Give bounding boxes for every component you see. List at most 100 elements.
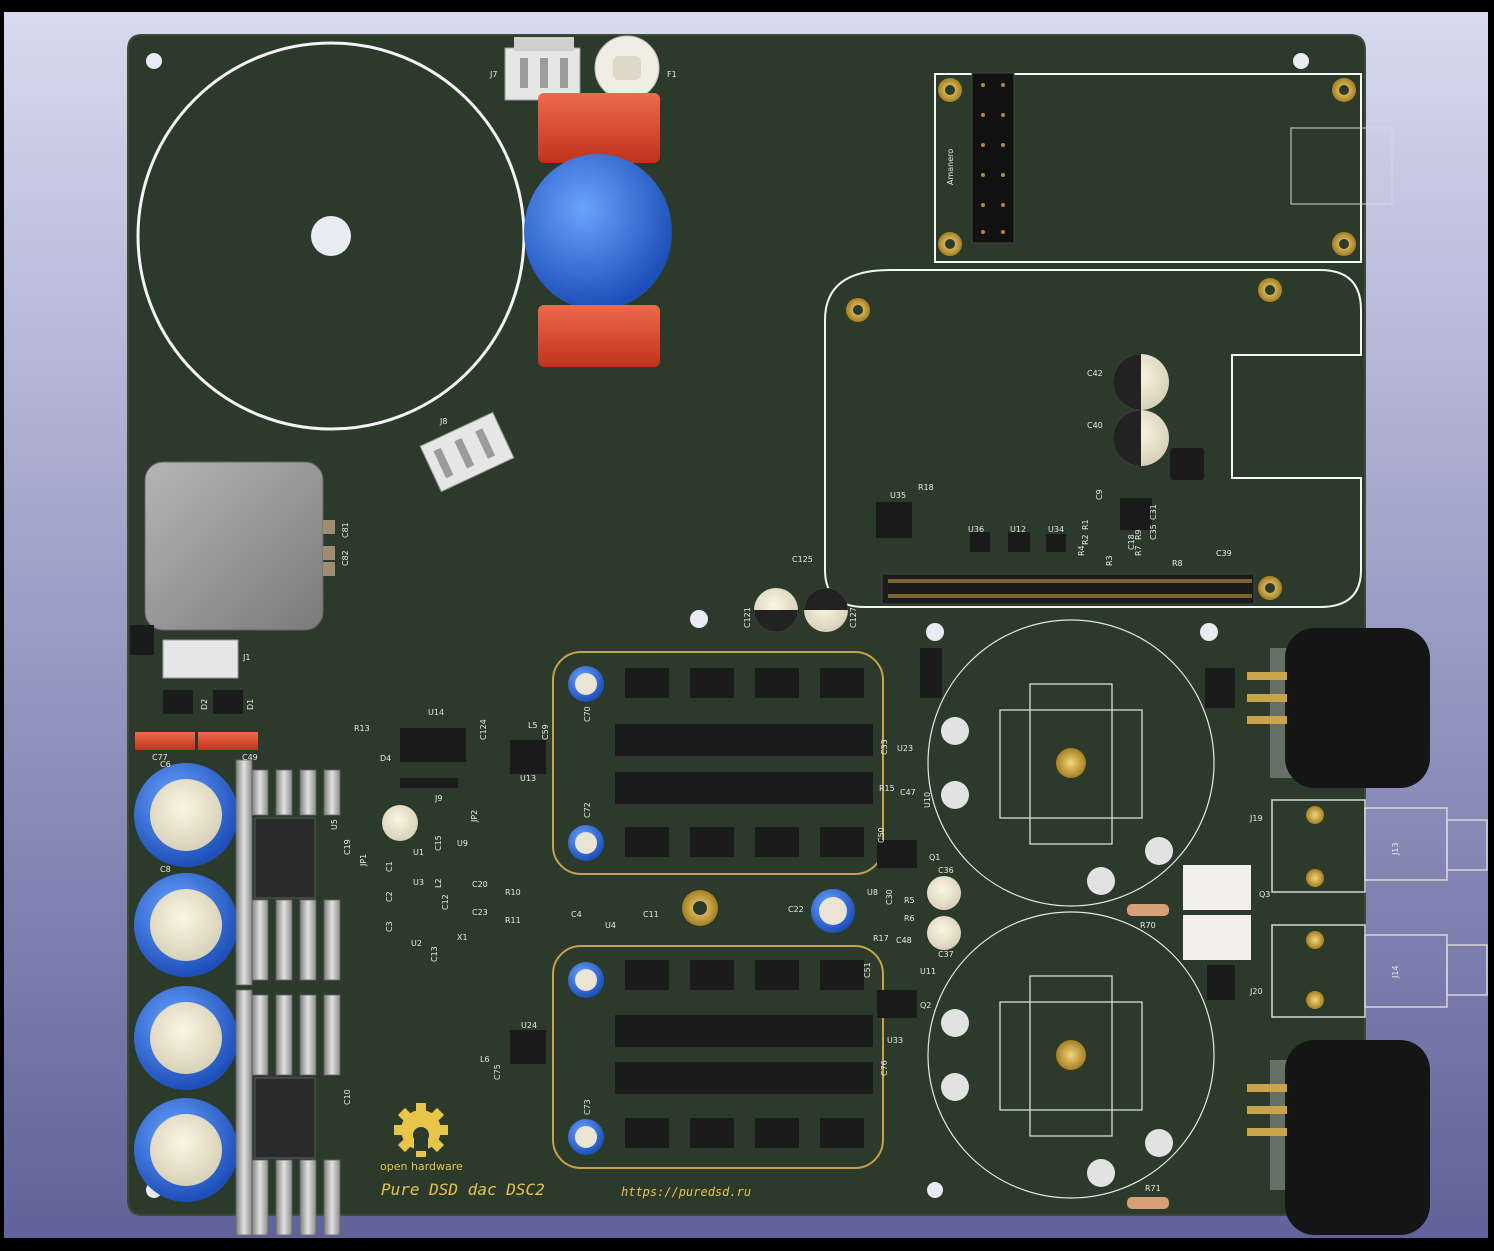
ref-U10: U10	[923, 792, 932, 808]
ref-J1: J1	[242, 653, 250, 662]
fuse-F1	[594, 35, 660, 101]
ref-C12: C12	[441, 894, 450, 910]
cap-C72	[568, 825, 604, 861]
ref-R10: R10	[505, 888, 521, 897]
ref-Q1: Q1	[929, 853, 940, 862]
ref-R1: R1	[1081, 519, 1090, 530]
ref-C124: C124	[479, 719, 488, 740]
ref-C22: C22	[788, 905, 804, 914]
ref-C42: C42	[1087, 369, 1103, 378]
ref-R70: R70	[1140, 921, 1156, 930]
heatsink-bottom	[235, 989, 341, 1236]
ref-J20: J20	[1249, 987, 1263, 996]
ref-C48: C48	[896, 936, 912, 945]
ref-R2: R2	[1081, 534, 1090, 545]
ref-R15: R15	[879, 784, 895, 793]
gpio-header	[881, 573, 1255, 605]
xlr-connector-top	[1247, 628, 1430, 788]
ref-J13: J13	[1391, 842, 1400, 856]
ref-U13: U13	[520, 774, 536, 783]
ref-D2: D2	[200, 699, 209, 710]
open-hardware-label: open hardware	[380, 1160, 463, 1173]
transformer-outline	[136, 41, 526, 431]
ref-C19: C19	[343, 839, 352, 855]
ref-R71: R71	[1145, 1184, 1161, 1193]
ref-R11: R11	[505, 916, 521, 925]
ref-C36: C36	[938, 866, 954, 875]
heatsink-top	[235, 759, 341, 986]
relay-blocks	[1183, 865, 1251, 960]
ref-X1: X1	[457, 933, 468, 942]
ref-C73: C73	[583, 1099, 592, 1115]
dac-array-bottom	[552, 945, 884, 1169]
ref-C2: C2	[385, 891, 394, 902]
module-region-outline	[824, 269, 1362, 608]
board-url: https://puredsd.ru	[621, 1185, 751, 1199]
ref-C50: C50	[877, 827, 886, 843]
ref-U8: U8	[867, 888, 878, 897]
ref-U3: U3	[413, 878, 424, 887]
amanero-module-outline	[934, 73, 1362, 263]
ref-C39: C39	[1216, 549, 1232, 558]
ref-C75: C75	[493, 1064, 502, 1080]
ref-Q2: Q2	[920, 1001, 931, 1010]
ref-U5: U5	[330, 819, 339, 830]
mounting-holes	[146, 53, 1309, 1198]
board-title: Pure DSD dac DSC2	[381, 1180, 545, 1199]
ref-J7: J7	[489, 70, 497, 79]
ref-C35: C35	[1149, 524, 1158, 540]
ref-C20: C20	[472, 880, 488, 889]
ref-C23: C23	[472, 908, 488, 917]
ref-R13: R13	[354, 724, 370, 733]
ref-U24: U24	[521, 1021, 537, 1030]
open-hardware-gear-icon	[394, 1103, 448, 1157]
grey-component-box	[144, 461, 324, 631]
ref-U14: U14	[428, 708, 444, 717]
ref-C47: C47	[900, 788, 916, 797]
ref-U33: U33	[887, 1036, 903, 1045]
cap-C42	[1113, 354, 1169, 410]
connector-J7	[504, 37, 581, 101]
ref-C76: C76	[880, 1060, 889, 1076]
cap-C36	[927, 876, 961, 910]
output-transformers	[927, 619, 1215, 1199]
ref-D4: D4	[380, 754, 391, 763]
cap-C37	[927, 916, 961, 950]
ref-C30: C30	[885, 889, 894, 905]
cap-C121	[754, 588, 798, 632]
ref-C70: C70	[583, 706, 592, 722]
ref-C3: C3	[385, 921, 394, 932]
ref-C18: C18	[1127, 534, 1136, 550]
ref-C33: C33	[880, 739, 889, 755]
ref-L6: L6	[480, 1055, 490, 1064]
ref-L5: L5	[528, 721, 538, 730]
bottom-black-bar	[0, 1238, 1494, 1251]
ref-C72: C72	[583, 802, 592, 818]
ref-C127: C127	[849, 607, 858, 628]
ref-F1: F1	[667, 70, 677, 79]
ref-JP1: JP1	[359, 854, 368, 867]
ref-J9: J9	[434, 794, 442, 803]
ref-U9: U9	[457, 839, 468, 848]
ref-R18: R18	[918, 483, 934, 492]
cap-C73	[568, 1119, 604, 1155]
cap-C127	[804, 588, 848, 632]
ref-C81: C81	[341, 522, 350, 538]
ref-C6: C6	[160, 760, 171, 769]
ref-C77: C77	[152, 753, 168, 762]
ref-C13: C13	[430, 946, 439, 962]
ref-C4: C4	[571, 910, 582, 919]
ref-C1: C1	[385, 861, 394, 872]
cap-C70	[568, 666, 604, 702]
ref-C125: C125	[792, 555, 813, 564]
ref-U35: U35	[890, 491, 906, 500]
ref-U2: U2	[411, 939, 422, 948]
ref-C121: C121	[743, 607, 752, 628]
ref-C11: C11	[643, 910, 659, 919]
ref-C31: C31	[1149, 504, 1158, 520]
ref-U1: U1	[413, 848, 424, 857]
film-capacitor-top	[538, 93, 660, 163]
ref-R9: R9	[1134, 529, 1143, 540]
cap-C49	[198, 732, 258, 750]
ref-C40: C40	[1087, 421, 1103, 430]
